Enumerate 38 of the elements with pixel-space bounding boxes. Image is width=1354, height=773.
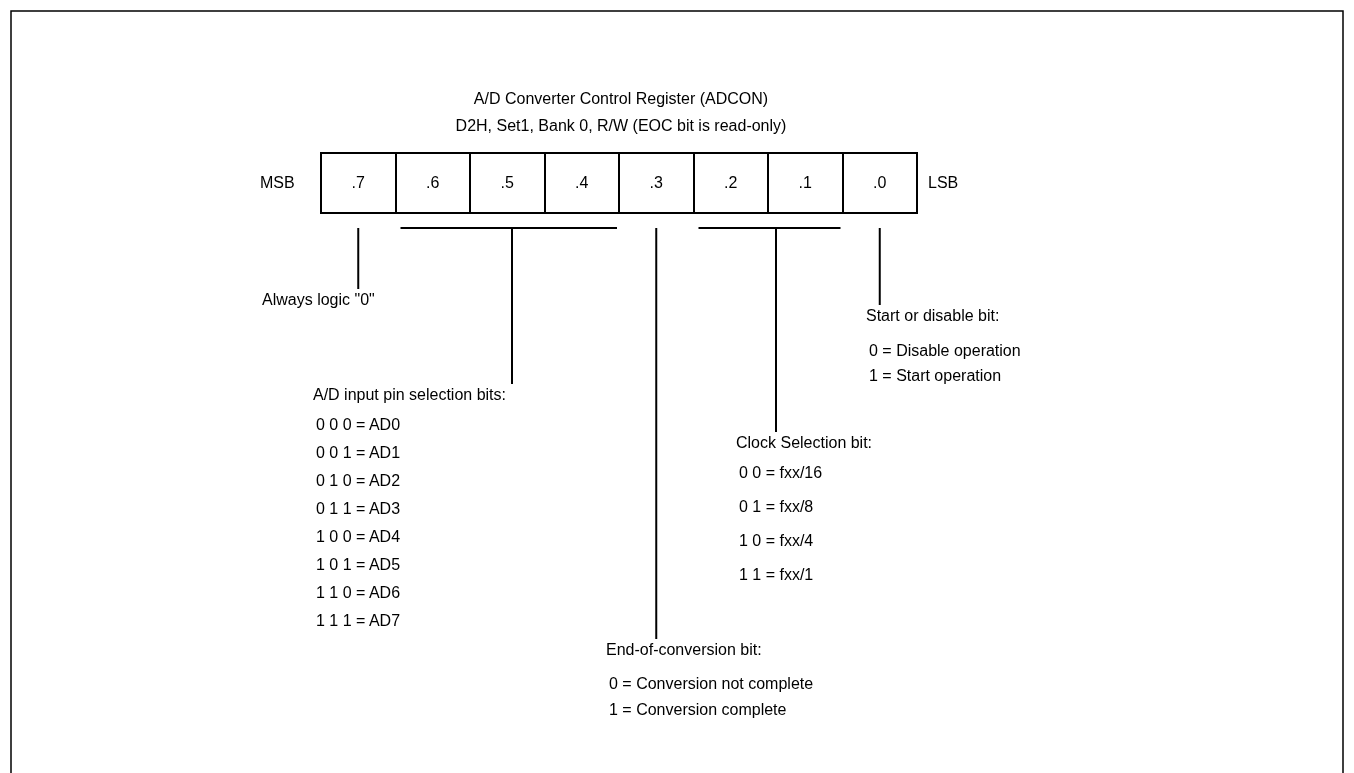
value-definition: 1 0 0 = AD4: [316, 528, 401, 546]
value-definition: 0 1 0 = AD2: [316, 472, 401, 490]
value-definition: 0 0 1 = AD1: [316, 444, 401, 462]
value-definition: 1 0 = fxx/4: [739, 532, 814, 550]
register-bit-cell: .7: [320, 152, 397, 214]
leader-line: [878, 227, 881, 306]
register-bit-cell: .2: [692, 152, 769, 214]
bit-description: Clock Selection bit:: [736, 434, 873, 452]
value-definition: 1 1 0 = AD6: [316, 584, 401, 602]
value-definition: 1 1 1 = AD7: [316, 612, 401, 630]
bit-description: A/D input pin selection bits:: [313, 386, 506, 404]
register-title: A/D Converter Control Register (ADCON): [473, 90, 769, 108]
leader-line: [511, 227, 618, 385]
register-bit-cell: .6: [394, 152, 471, 214]
bit-description: End-of-conversion bit:: [606, 641, 762, 659]
msb-label: MSB: [260, 174, 295, 192]
value-definition: 0 = Conversion not complete: [609, 675, 814, 693]
register-address-note: D2H, Set1, Bank 0, R/W (EOC bit is read-only): [455, 117, 787, 135]
value-definition: 0 0 0 = AD0: [316, 416, 401, 434]
value-definition: 0 0 = fxx/16: [739, 464, 823, 482]
leader-line: [775, 227, 842, 433]
value-definition: 0 = Disable operation: [869, 342, 1021, 360]
register-bit-cell: .3: [618, 152, 695, 214]
bit-description: Always logic "0": [262, 291, 375, 309]
value-definition: 1 = Conversion complete: [609, 701, 787, 719]
lsb-label: LSB: [928, 174, 959, 192]
value-definition: 1 1 = fxx/1: [739, 566, 814, 584]
value-definition: 0 1 1 = AD3: [316, 500, 401, 518]
register-bit-cell: .0: [841, 152, 918, 214]
value-definition: 0 1 = fxx/8: [739, 498, 814, 516]
bit-description: Start or disable bit:: [866, 307, 1000, 325]
register-bit-cell: .1: [767, 152, 844, 214]
leader-line: [655, 227, 658, 640]
value-definition: 1 = Start operation: [869, 367, 1002, 385]
register-bit-cell: .5: [469, 152, 546, 214]
value-definition: 1 0 1 = AD5: [316, 556, 401, 574]
leader-line: [357, 227, 360, 290]
register-bit-cell: .4: [543, 152, 620, 214]
